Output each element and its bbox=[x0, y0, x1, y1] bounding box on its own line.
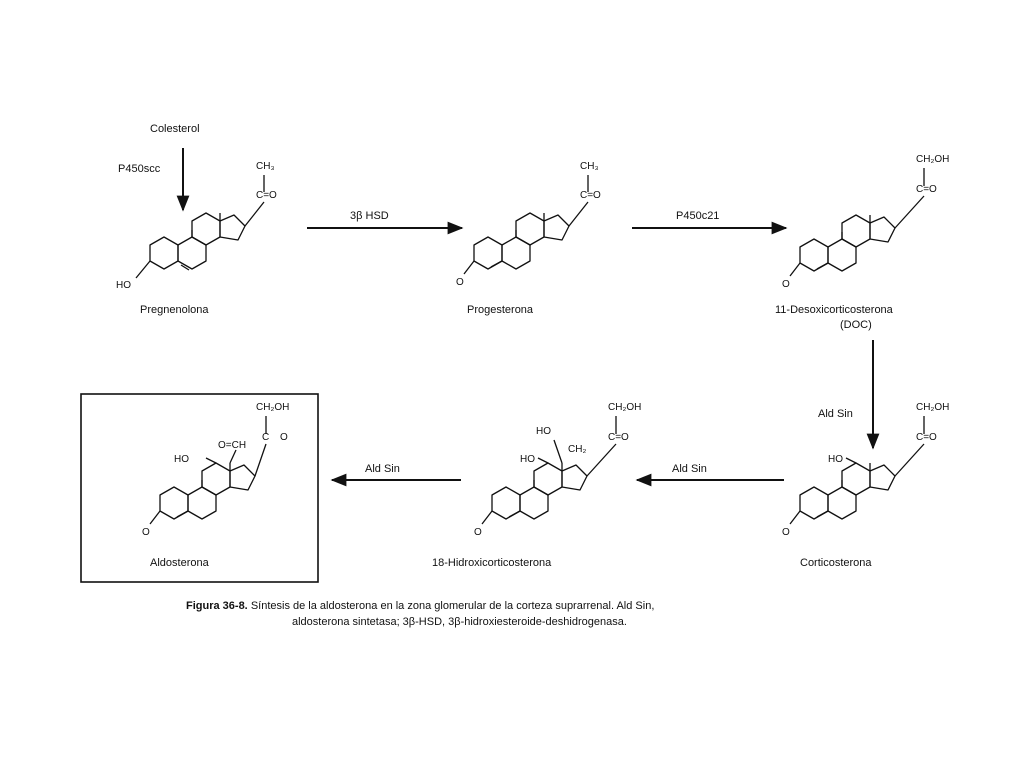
aldsin-left-label: Ald Sin bbox=[365, 463, 400, 475]
corticosterona-structure: CH₂OH C=O HO O bbox=[782, 402, 949, 538]
oxo-group: O bbox=[142, 527, 150, 538]
steroid-skeleton bbox=[473, 212, 570, 270]
caption-line-2: aldosterona sintetasa; 3β-HSD, 3β-hidrox… bbox=[292, 616, 627, 628]
p450c21-step: P450c21 bbox=[632, 210, 788, 235]
pregnenolona-structure: CH₃ C=O HO bbox=[116, 161, 277, 291]
steroid-skeleton bbox=[491, 462, 588, 520]
hydroxyl-group: HO bbox=[520, 454, 535, 465]
doc-structure: CH₂OH C=O O bbox=[782, 154, 949, 290]
steroid-skeleton bbox=[149, 212, 246, 270]
aldsin-down-label: Ald Sin bbox=[818, 408, 853, 420]
caption-line-1: Síntesis de la aldosterona en la zona gl… bbox=[250, 600, 655, 612]
doc-label: 11-Desoxicorticosterona bbox=[775, 304, 894, 316]
colesterol-label: Colesterol bbox=[150, 123, 200, 135]
keto-group: C=O bbox=[580, 190, 601, 201]
hydroxyl-group: HO bbox=[174, 454, 189, 465]
steroid-skeleton bbox=[799, 462, 896, 520]
aldsin-left-step: Ald Sin bbox=[330, 463, 461, 487]
hydroxymethyl-group: CH₂OH bbox=[916, 402, 949, 413]
aldosterona-box bbox=[80, 393, 319, 583]
keto-group: C=O bbox=[916, 432, 937, 443]
keto-carbon: C bbox=[262, 432, 269, 443]
doc-abbrev-label: (DOC) bbox=[840, 319, 872, 331]
steroid-skeleton bbox=[799, 214, 896, 272]
hsd-step: 3β HSD bbox=[307, 210, 464, 235]
aldsin-mid-label: Ald Sin bbox=[672, 463, 707, 475]
corticosterona-label: Corticosterona bbox=[800, 557, 872, 569]
oxo-group: O bbox=[474, 527, 482, 538]
oxo-group: O bbox=[782, 279, 790, 290]
hydroxyl-group: HO bbox=[116, 280, 131, 291]
hydroxymethyl-group: CH₂OH bbox=[608, 402, 641, 413]
aldehyde-group: O=CH bbox=[218, 440, 246, 451]
progesterona-label: Progesterona bbox=[467, 304, 534, 316]
oxo-group: O bbox=[782, 527, 790, 538]
hidroxicorticosterona-label: 18-Hidroxicorticosterona bbox=[432, 557, 552, 569]
p450scc-label: P450scc bbox=[118, 163, 161, 175]
progesterona-structure: CH₃ C=O O bbox=[456, 161, 601, 288]
keto-group: C=O bbox=[608, 432, 629, 443]
hydroxymethyl-group: CH₂OH bbox=[256, 402, 289, 413]
aldsin-mid-step: Ald Sin bbox=[635, 463, 784, 487]
hydroxyl-18-group: HO bbox=[536, 426, 551, 437]
pregnenolona-label: Pregnenolona bbox=[140, 304, 209, 316]
aldosterona-label: Aldosterona bbox=[150, 557, 210, 569]
aldsin-down-step: Ald Sin bbox=[818, 340, 880, 450]
methyl-group: CH₃ bbox=[256, 161, 275, 172]
methylene-group: CH₂ bbox=[568, 444, 586, 455]
figure-number: Figura 36-8. bbox=[186, 600, 248, 612]
figure-caption: Figura 36-8. Síntesis de la aldosterona … bbox=[186, 598, 886, 630]
hydroxymethyl-group: CH₂OH bbox=[916, 154, 949, 165]
hsd-label: 3β HSD bbox=[350, 210, 389, 222]
methyl-group: CH₃ bbox=[580, 161, 599, 172]
hidroxicorticosterona-structure: CH₂OH C=O HO HO CH₂ O bbox=[474, 402, 641, 538]
keto-group: C=O bbox=[916, 184, 937, 195]
hydroxyl-group: HO bbox=[828, 454, 843, 465]
keto-oxygen: O bbox=[280, 432, 288, 443]
aldosterona-structure: CH₂OH C O O=CH HO O bbox=[142, 402, 289, 538]
keto-group: C=O bbox=[256, 190, 277, 201]
p450c21-label: P450c21 bbox=[676, 210, 719, 222]
steroid-skeleton bbox=[159, 462, 256, 520]
colesterol-step: Colesterol P450scc bbox=[118, 123, 200, 212]
oxo-group: O bbox=[456, 277, 464, 288]
